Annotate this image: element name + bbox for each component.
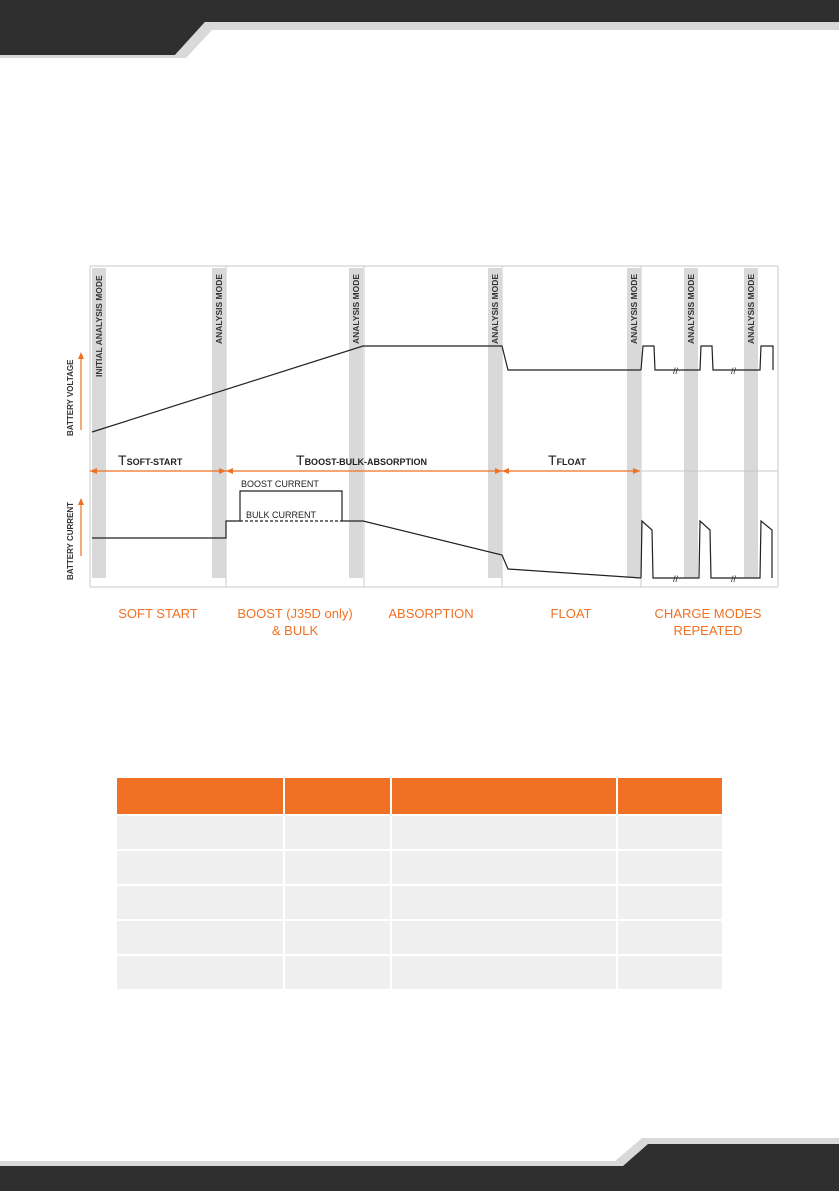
charging-diagram: INITIAL ANALYSIS MODE ANALYSIS MODE ANAL… (66, 265, 779, 638)
table-cell (284, 919, 392, 955)
timing-float: TFLOAT (548, 452, 586, 468)
table-cell (284, 884, 392, 920)
table-cell (391, 919, 618, 955)
stage-float: FLOAT (551, 606, 592, 621)
stage-absorption: ABSORPTION (388, 606, 473, 621)
table-row (117, 919, 722, 955)
timing-row: TSOFT-START TBOOST-BULK-ABSORPTION TFLOA… (90, 452, 778, 474)
table-cell (391, 849, 618, 885)
analysis-mode-label-4: ANALYSIS MODE (629, 274, 639, 344)
table-cell (617, 884, 722, 920)
current-axis: BATTERY CURRENT (66, 498, 84, 580)
table-header-cell (117, 778, 285, 815)
table-row (117, 814, 722, 850)
timing-boost-bulk-absorption: TBOOST-BULK-ABSORPTION (296, 452, 427, 468)
header-shape (0, 0, 839, 55)
analysis-mode-label-6: ANALYSIS MODE (746, 274, 756, 344)
analysis-mode-label-2: ANALYSIS MODE (351, 274, 361, 344)
table-row (117, 849, 722, 885)
analysis-bands (92, 268, 758, 578)
break-mark-1: // (673, 366, 679, 376)
timing-soft-start: TSOFT-START (118, 452, 183, 468)
table-cell (117, 814, 285, 850)
table-cell (117, 849, 285, 885)
break-mark-2: // (731, 366, 737, 376)
footer-band (0, 1138, 839, 1191)
boost-current-label: BOOST CURRENT (241, 479, 319, 489)
current-curve (92, 490, 642, 579)
table-cell (617, 954, 722, 989)
table-cell (391, 884, 618, 920)
table-cell (617, 849, 722, 885)
table-cell (284, 849, 392, 885)
table-cell (617, 814, 722, 850)
voltage-curve (91, 345, 641, 433)
table-row (117, 884, 722, 920)
current-axis-label: BATTERY CURRENT (66, 502, 75, 580)
table-cell (391, 954, 618, 989)
table-cell (284, 954, 392, 989)
break-mark-3: // (673, 574, 679, 584)
charge-table (117, 778, 722, 989)
table-cell (391, 814, 618, 850)
bulk-current-label: BULK CURRENT (246, 510, 317, 520)
stage-boost-line1: BOOST (J35D only) (237, 606, 352, 621)
header-grey-strip (0, 22, 839, 58)
footer-shape (0, 1144, 839, 1191)
voltage-repeat-curve (640, 345, 774, 371)
stage-soft-start: SOFT START (118, 606, 198, 621)
table-header-cell (284, 778, 392, 815)
current-repeat-curve (640, 519, 773, 579)
voltage-axis: BATTERY VOLTAGE (66, 352, 84, 436)
stage-repeat-line2: REPEATED (673, 623, 742, 638)
stage-boost-line2: & BULK (272, 623, 319, 638)
analysis-mode-label-5: ANALYSIS MODE (686, 274, 696, 344)
table-row (117, 954, 722, 989)
table-cell (117, 954, 285, 989)
table-header-cell (391, 778, 618, 815)
table-cell (117, 919, 285, 955)
analysis-mode-label-3: ANALYSIS MODE (490, 274, 500, 344)
initial-analysis-label: INITIAL ANALYSIS MODE (94, 275, 104, 377)
table-cell (617, 919, 722, 955)
stage-repeat-line1: CHARGE MODES (655, 606, 762, 621)
table-header-row (117, 778, 722, 815)
table-header-cell (617, 778, 722, 815)
break-mark-4: // (731, 574, 737, 584)
voltage-axis-label: BATTERY VOLTAGE (66, 359, 75, 436)
analysis-mode-label-1: ANALYSIS MODE (214, 274, 224, 344)
table-cell (117, 884, 285, 920)
header-band (0, 0, 839, 58)
break-marks: // // // // (673, 366, 737, 584)
table-cell (284, 814, 392, 850)
